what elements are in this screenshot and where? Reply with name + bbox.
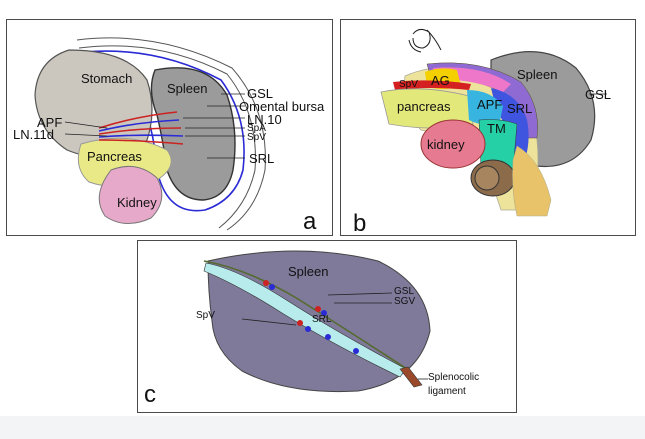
label-omental-bursa: Omental bursa xyxy=(239,99,325,114)
label-gsl: GSL xyxy=(585,87,612,102)
panel-c-letter: c xyxy=(144,381,156,408)
label-ligament: ligament xyxy=(428,386,466,397)
label-kidney: Kidney xyxy=(117,195,157,210)
panel-b-illustration xyxy=(380,28,607,217)
label-spleen: Spleen xyxy=(288,264,329,279)
panel-c-illustration xyxy=(203,250,431,393)
lower-strip xyxy=(512,145,552,217)
panel-a-illustration xyxy=(34,37,266,231)
kidney-shape xyxy=(98,165,163,224)
label-pancreas: Pancreas xyxy=(87,149,142,164)
label-kidney: kidney xyxy=(427,137,465,152)
label-pancreas: pancreas xyxy=(397,99,451,114)
label-spv: SpV xyxy=(196,310,215,321)
panel-c: Spleen GSL SGV SpV SRL Splenocolic ligam… xyxy=(137,240,517,413)
splenocolic-tail xyxy=(399,366,423,388)
label-srl: SRL xyxy=(312,314,332,325)
panel-b: AG SpV Spleen GSL pancreas APF SRL TM ki… xyxy=(340,19,636,236)
label-srl: SRL xyxy=(507,101,533,116)
label-spa: SpA xyxy=(247,123,266,134)
panel-a-letter: a xyxy=(303,208,317,235)
panel-a: Stomach Spleen GSL Omental bursa LN.10 S… xyxy=(6,19,333,236)
label-gsl: GSL xyxy=(394,286,415,297)
body-wall-outer xyxy=(76,37,266,231)
label-apf: APF xyxy=(477,97,503,112)
stomach-sketch xyxy=(408,28,442,53)
label-srl: SRL xyxy=(249,151,275,166)
splenic-vein xyxy=(393,80,471,90)
apf-region xyxy=(467,90,503,126)
pancreas-shape xyxy=(380,88,474,129)
label-sgv: SGV xyxy=(394,296,416,307)
label-spleen: Spleen xyxy=(167,81,208,96)
label-splenocolic: Splenocolic xyxy=(428,372,480,383)
colon-barrel xyxy=(470,159,516,197)
label-ln10: LN.10 xyxy=(247,112,282,127)
label-spleen: Spleen xyxy=(517,67,558,82)
footer-band xyxy=(0,416,645,439)
gastric-vessels xyxy=(263,280,359,354)
label-spv: SpV xyxy=(247,132,266,143)
panel-c-leaders xyxy=(241,292,428,380)
label-tm: TM xyxy=(487,121,506,136)
label-spv: SpV xyxy=(399,79,418,90)
panel-b-letter: b xyxy=(353,210,367,237)
label-stomach: Stomach xyxy=(81,71,133,86)
label-ln11d: LN.11d xyxy=(13,127,54,142)
label-ag: AG xyxy=(431,73,450,88)
label-gsl: GSL xyxy=(247,86,274,101)
ligament-edge xyxy=(203,260,411,372)
kidney-shape xyxy=(420,119,486,169)
panel-a-leaders xyxy=(64,93,245,159)
label-apf: APF xyxy=(37,115,63,130)
body-wall-inner xyxy=(78,45,256,229)
splenic-vessels xyxy=(98,111,184,145)
